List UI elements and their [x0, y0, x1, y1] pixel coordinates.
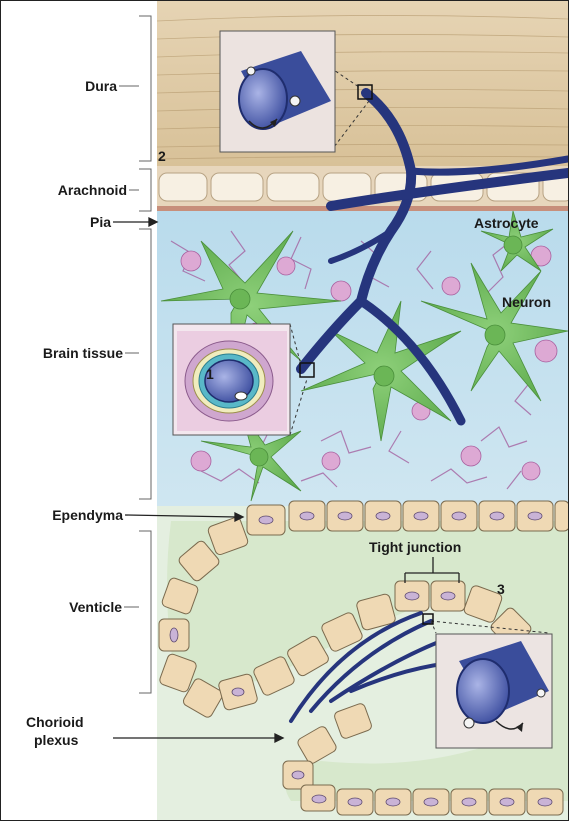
inset-choroid-vessel [423, 614, 552, 748]
label-tight-junction: Tight junction [369, 539, 461, 555]
label-chorioid: Chorioid [26, 714, 84, 730]
label-arachnoid: Arachnoid [7, 182, 127, 198]
marker-2: 2 [158, 148, 166, 164]
label-astrocyte: Astrocyte [474, 215, 539, 231]
label-neuron: Neuron [502, 294, 551, 310]
layer-brackets [119, 16, 151, 693]
dura-layer [157, 1, 568, 166]
label-venticle: Venticle [5, 599, 122, 615]
label-ependyma: Ependyma [5, 507, 123, 523]
label-brain-tissue: Brain tissue [5, 345, 123, 361]
label-plexus: plexus [34, 732, 78, 748]
marker-1: 1 [206, 366, 214, 382]
label-pia: Pia [41, 214, 111, 230]
marker-3: 3 [497, 581, 505, 597]
label-dura: Dura [41, 78, 117, 94]
